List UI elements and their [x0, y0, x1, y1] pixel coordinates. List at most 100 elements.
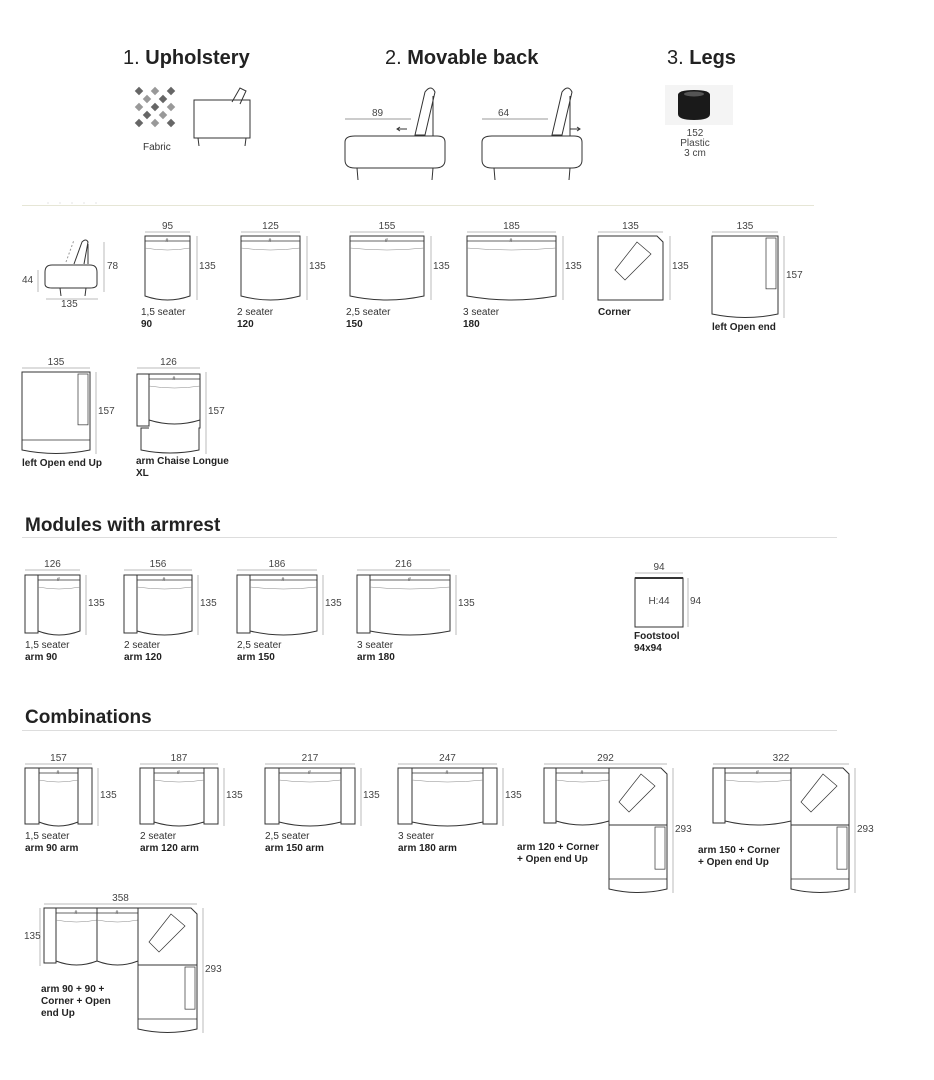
leg-height: 3 cm	[684, 148, 706, 159]
module-name: 2 seater	[124, 640, 161, 651]
height-dimension: 135	[565, 261, 582, 272]
module-size: arm 90	[25, 652, 58, 663]
section-number: 1.	[123, 47, 140, 69]
legs-info: 152 Plastic 3 cm	[660, 129, 730, 159]
width-dimension: 157	[50, 753, 67, 764]
module-left-open-end	[711, 235, 779, 318]
height-dimension: 94	[690, 595, 702, 607]
height-dimension: 135	[363, 790, 380, 801]
leg-icon	[665, 85, 733, 125]
back-depth-label: 64	[498, 108, 510, 119]
width-dimension: 185	[503, 221, 520, 232]
armrest-heading: Modules with armrest	[25, 515, 221, 536]
combination-arm90-90-corner-openend: ##	[43, 907, 198, 1033]
armrest-module-1: #	[123, 574, 193, 636]
module-size: 180	[463, 319, 480, 330]
module-size: arm 120 arm	[140, 843, 199, 854]
module-name: XL	[136, 468, 149, 479]
module-size: 150	[346, 319, 363, 330]
module-name: 3 seater	[357, 640, 394, 651]
width-dimension: 187	[170, 753, 188, 764]
module-name: + Open end Up	[698, 857, 769, 868]
fabric-swatch-icon	[134, 86, 176, 128]
width-dimension: 322	[772, 753, 790, 764]
combination-0: #	[24, 767, 93, 827]
module-name: 1,5 seater	[25, 831, 70, 842]
module-chaise-longue: #	[136, 373, 201, 454]
combination-arm150-corner-openend: #	[712, 767, 850, 893]
module-name: arm Chaise Longue	[136, 456, 229, 467]
module-size: arm 120	[124, 652, 162, 663]
module-name: 2,5 seater	[237, 640, 282, 651]
combination-arm120-corner-openend: #	[543, 767, 668, 893]
combination-1: #	[139, 767, 219, 827]
width-dimension: 156	[149, 559, 167, 570]
combination-3: #	[397, 767, 498, 827]
module-0: #	[144, 235, 191, 301]
svg-text:#: #	[173, 376, 176, 382]
module-size: 94x94	[634, 643, 662, 654]
svg-text:#: #	[57, 577, 60, 583]
width-dimension: 292	[597, 753, 614, 764]
section-number: 2.	[385, 47, 402, 69]
armchair-side-icon	[193, 87, 251, 147]
armrest-module-2: #	[236, 574, 318, 636]
module-name: 1,5 seater	[141, 307, 186, 318]
width-dimension: 216	[395, 559, 412, 570]
footstool-height: H:44	[648, 596, 670, 607]
seat-height-label: 44	[22, 275, 34, 286]
module-name: 3 seater	[463, 307, 500, 318]
module-size: arm 150	[237, 652, 275, 663]
height-dimension: 293	[675, 823, 692, 835]
module-size: arm 90 arm	[25, 843, 79, 854]
height-dimension: 157	[208, 406, 225, 417]
height-dimension: 157	[98, 406, 115, 417]
height-dimension: 157	[786, 270, 803, 281]
module-size: arm 180 arm	[398, 843, 457, 854]
width-dimension: 155	[378, 221, 396, 232]
svg-text:#: #	[385, 238, 388, 244]
section-title: Movable back	[407, 47, 539, 69]
height-label: 78	[107, 261, 119, 272]
fabric-label: Fabric	[143, 142, 171, 153]
module-name: 3 seater	[398, 831, 435, 842]
svg-text:#: #	[756, 770, 759, 776]
combinations-heading: Combinations	[25, 707, 152, 728]
svg-text:#: #	[116, 910, 119, 916]
section-number: 3.	[667, 47, 684, 69]
module-name: arm 150 + Corner	[698, 845, 780, 856]
side-view-diagram	[44, 239, 98, 297]
height-dimension: 135	[226, 790, 243, 801]
height-dimension: 135	[200, 598, 217, 609]
module-name: 2 seater	[140, 831, 177, 842]
module-3: #	[466, 235, 557, 301]
section-title: Upholstery	[145, 47, 250, 69]
svg-text:#: #	[163, 577, 166, 583]
width-dimension: 94	[653, 562, 665, 573]
divider	[22, 537, 837, 538]
height-dimension: 135	[458, 598, 475, 609]
width-dimension: 217	[301, 753, 319, 764]
module-left-open-end-up	[21, 371, 91, 454]
width-dimension: 135	[47, 357, 65, 368]
module-size: 90	[141, 319, 153, 330]
module-name: left Open end Up	[22, 458, 102, 469]
width-dimension: 135	[736, 221, 754, 232]
module-name: Corner + Open	[41, 996, 111, 1007]
module-name: Corner	[598, 307, 631, 318]
height-dimension: 135	[24, 931, 41, 942]
module-name: + Open end Up	[517, 854, 588, 865]
height-dimension: 135	[199, 261, 216, 272]
width-dimension: 135	[622, 221, 639, 232]
height-dimension: 135	[433, 261, 450, 272]
svg-text:#: #	[581, 770, 584, 776]
width-dimension: 126	[44, 559, 61, 570]
height-dimension: 293	[857, 823, 874, 835]
divider	[22, 205, 814, 206]
svg-text:#: #	[269, 238, 272, 244]
svg-text:#: #	[57, 770, 60, 776]
combination-2: #	[264, 767, 356, 827]
module-size: arm 150 arm	[265, 843, 324, 854]
module-corner	[597, 235, 664, 301]
